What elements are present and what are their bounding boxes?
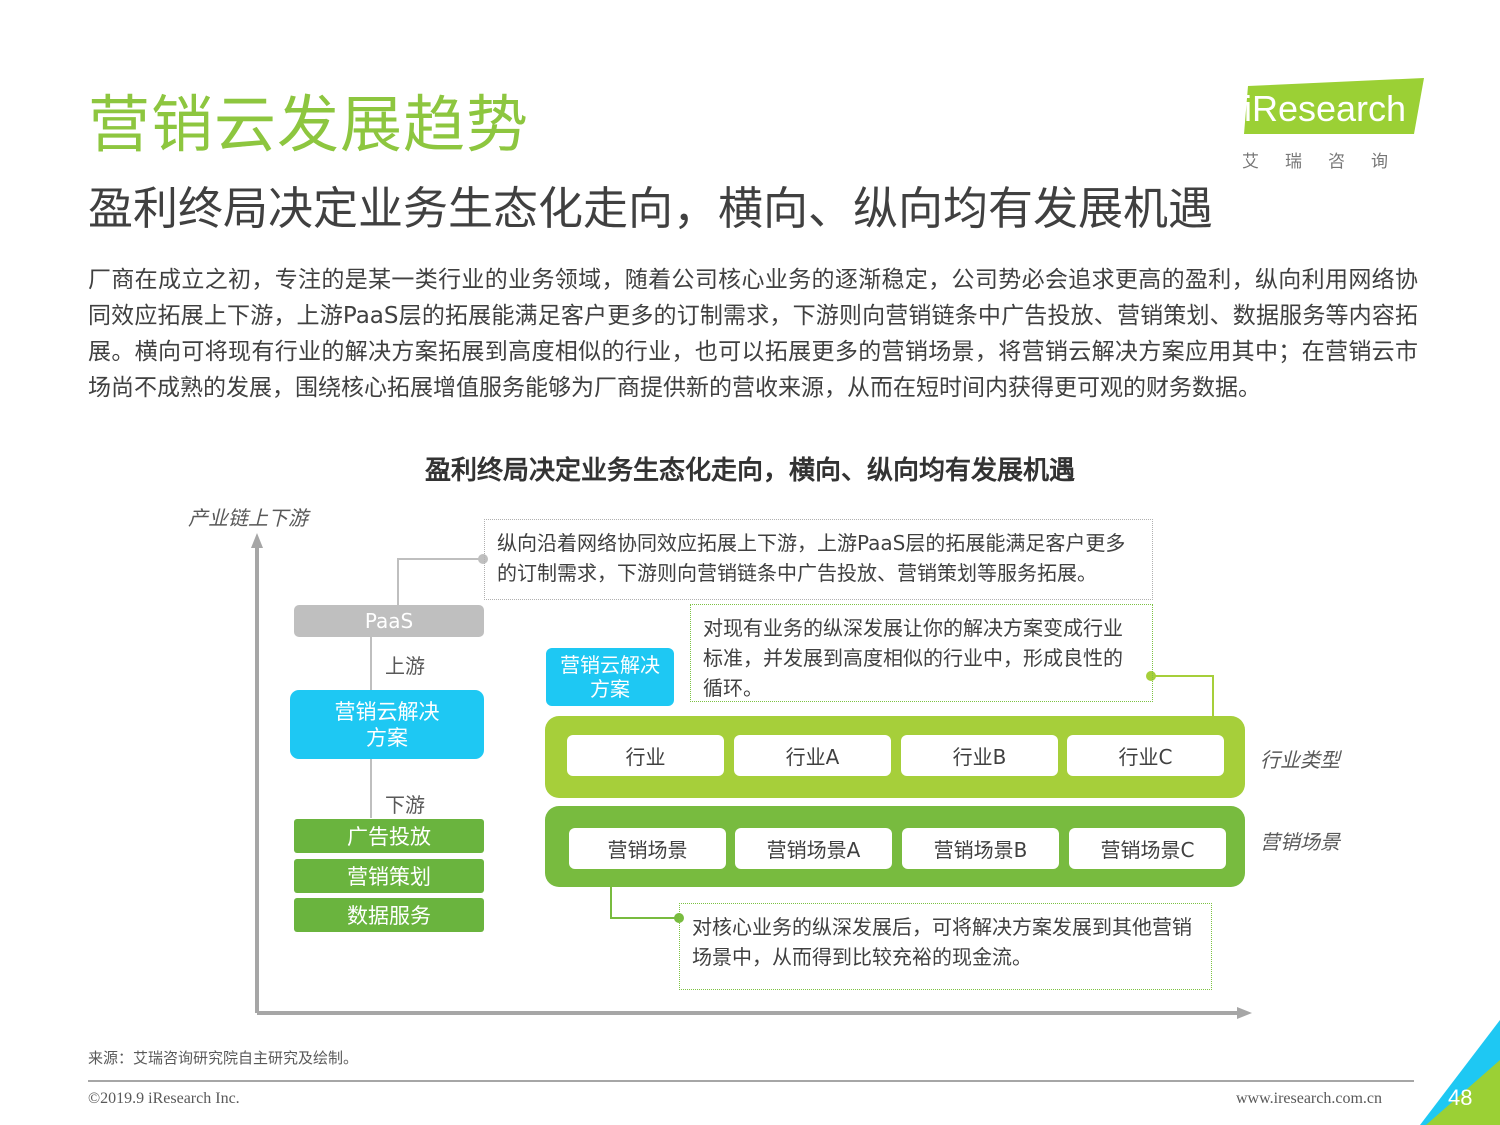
logo-chinese-text: 艾瑞咨询 (1242, 152, 1414, 172)
downstream-item-planning: 营销策划 (294, 859, 484, 893)
paas-box: PaaS (294, 605, 484, 637)
scene-cell-b: 营销场景B (902, 828, 1059, 869)
page-subtitle: 盈利终局决定业务生态化走向，横向、纵向均有发展机遇 (88, 182, 1214, 235)
scene-cell-a: 营销场景A (735, 828, 892, 869)
industry-row-label: 行业类型 (1260, 748, 1340, 772)
corner-decoration (1420, 1020, 1500, 1125)
core-solution-line1: 营销云解决 (334, 699, 440, 724)
industry-note: 对现有业务的纵深发展让你的解决方案变成行业标准，并发展到高度相似的行业中，形成良… (690, 604, 1153, 702)
industry-cell-a: 行业A (734, 735, 891, 776)
core-solution-box: 营销云解决 方案 (290, 690, 484, 759)
solution-badge-line1: 营销云解决 (560, 653, 660, 677)
paas-note-connector (397, 558, 483, 605)
y-axis-label: 产业链上下游 (188, 506, 308, 530)
source-note: 来源：艾瑞咨询研究院自主研究及绘制。 (88, 1049, 359, 1067)
intro-paragraph: 厂商在成立之初，专注的是某一类行业的业务领域，随着公司核心业务的逐渐稳定，公司势… (88, 267, 1418, 401)
downstream-item-ad: 广告投放 (294, 819, 484, 853)
scene-row-label: 营销场景 (1260, 830, 1340, 854)
x-axis-arrow (1237, 1007, 1252, 1019)
industry-note-connector (1151, 675, 1214, 716)
iresearch-logo (1244, 78, 1424, 134)
upstream-label: 上游 (385, 654, 425, 678)
core-solution-line2: 方案 (366, 725, 408, 750)
vertical-note: 纵向沿着网络协同效应拓展上下游，上游PaaS层的拓展能满足客户更多的订制需求，下… (484, 519, 1153, 600)
industry-cell-0: 行业 (567, 735, 724, 776)
scene-note: 对核心业务的纵深发展后，可将解决方案发展到其他营销场景中，从而得到比较充裕的现金… (679, 903, 1212, 990)
scene-cell-0: 营销场景 (569, 828, 726, 869)
page-title: 营销云发展趋势 (88, 88, 530, 161)
y-axis-arrow (251, 533, 263, 548)
industry-cell-b: 行业B (901, 735, 1058, 776)
scene-cell-c: 营销场景C (1069, 828, 1226, 869)
logo-text: iResearch (1244, 88, 1407, 129)
industry-cell-c: 行业C (1067, 735, 1224, 776)
copyright: ©2019.9 iResearch Inc. (88, 1090, 240, 1107)
diagram-title: 盈利终局决定业务生态化走向，横向、纵向均有发展机遇 (424, 456, 1075, 486)
solution-badge: 营销云解决 方案 (546, 648, 674, 706)
solution-badge-line2: 方案 (590, 677, 630, 701)
downstream-label: 下游 (385, 793, 425, 817)
footer-divider (88, 1080, 1414, 1082)
scene-note-connector (610, 887, 679, 919)
page-number: 48 (1448, 1085, 1473, 1110)
downstream-item-data: 数据服务 (294, 898, 484, 932)
website-link[interactable]: www.iresearch.com.cn (1236, 1090, 1383, 1107)
